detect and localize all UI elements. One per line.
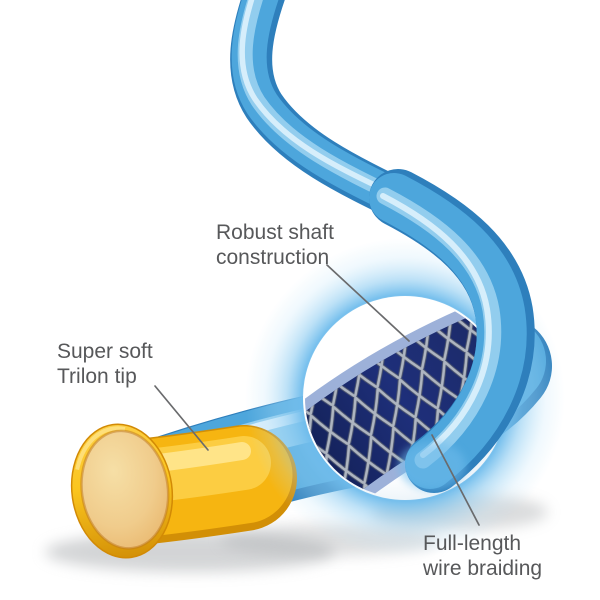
- pointer-lines: [154, 264, 480, 526]
- callout-line: construction: [216, 246, 330, 269]
- callout-line: Trilon tip: [57, 365, 137, 388]
- callout-wire-braiding: Full-length wire braiding: [423, 531, 542, 581]
- hose-right-segment: [369, 169, 535, 493]
- pointer-line-wire-braiding: [431, 434, 480, 526]
- callout-line: wire braiding: [423, 557, 543, 580]
- callout-robust-shaft: Robust shaft construction: [216, 220, 334, 270]
- tip-mouth: [80, 429, 170, 550]
- callout-line: Full-length: [423, 532, 522, 555]
- trilon-tip: [70, 423, 297, 559]
- pointer-line-trilon-tip: [154, 385, 209, 451]
- callout-line: Super soft: [57, 340, 153, 363]
- callout-trilon-tip: Super soft Trilon tip: [57, 339, 153, 389]
- tip-rim-highlight: [73, 426, 171, 556]
- hose-top-segment: [230, 0, 435, 228]
- tip-opening: [70, 423, 174, 559]
- limb-glow-fade: [398, 442, 466, 490]
- pointer-line-robust-shaft: [326, 264, 410, 342]
- callout-line: Robust shaft: [216, 221, 334, 244]
